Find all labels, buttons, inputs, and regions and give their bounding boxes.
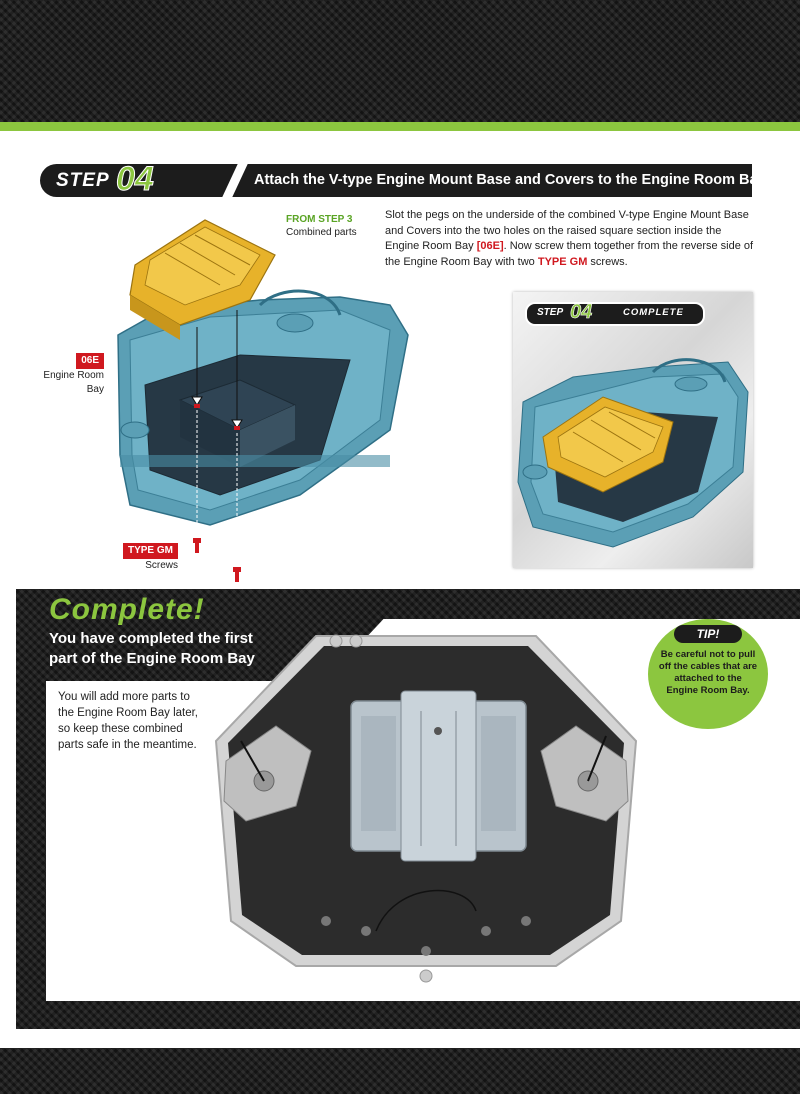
complete-section: Complete! You have completed the first p… [16, 589, 800, 1029]
from-step-label: FROM STEP 3 Combined parts [286, 213, 357, 239]
combined-part-yellow [129, 219, 276, 340]
screw-name-text: Screws [145, 560, 178, 571]
part-label: 06E Engine Room Bay [24, 352, 104, 397]
tip-title: TIP! [674, 625, 742, 643]
completed-assembly-image [517, 358, 749, 548]
complete-subtitle: You have completed the first part of the… [49, 630, 255, 667]
step-label: STEP [56, 170, 110, 191]
screw-icon [233, 567, 241, 582]
complete-title: Complete! [49, 593, 205, 626]
screw-reference: TYPE GM [537, 255, 588, 268]
footer-carbon-band [0, 1048, 800, 1094]
assembly-illustration [117, 219, 409, 582]
screw-icon [193, 538, 201, 553]
combined-parts-text: Combined parts [286, 227, 357, 238]
instruction-text: Slot the pegs on the underside of the co… [385, 209, 754, 268]
header-carbon-band [0, 0, 800, 122]
screw-type-badge: TYPE GM [122, 543, 178, 559]
badge-step-label: STEP [537, 307, 564, 318]
part-reference: [06E] [476, 240, 504, 252]
step-number: 04 [116, 160, 155, 198]
step-complete-badge: STEP 04 COMPLETE [525, 301, 705, 326]
from-step-text: FROM STEP 3 [286, 214, 353, 225]
part-name-text: Engine Room Bay [43, 370, 104, 395]
tip-text: Be careful not to pull off the cables th… [658, 649, 758, 696]
step-header-bar [40, 164, 752, 197]
badge-step-number: 04 [570, 301, 593, 324]
underside-photo [214, 634, 638, 983]
screw-label: TYPE GM Screws [104, 542, 178, 573]
complete-note: You will add more parts to the Engine Ro… [58, 691, 198, 751]
photo-panel [46, 634, 800, 1001]
step-header: STEP 04 Attach the V-type Engine Mount B… [40, 160, 766, 198]
part-code-badge: 06E [76, 353, 104, 369]
accent-stripe [0, 122, 800, 131]
tip-callout: TIP! Be careful not to pull off the cabl… [648, 619, 768, 729]
step-complete-photo: STEP 04 COMPLETE [513, 292, 753, 568]
badge-complete-label: COMPLETE [623, 307, 684, 318]
step-title: Attach the V-type Engine Mount Base and … [254, 172, 766, 188]
